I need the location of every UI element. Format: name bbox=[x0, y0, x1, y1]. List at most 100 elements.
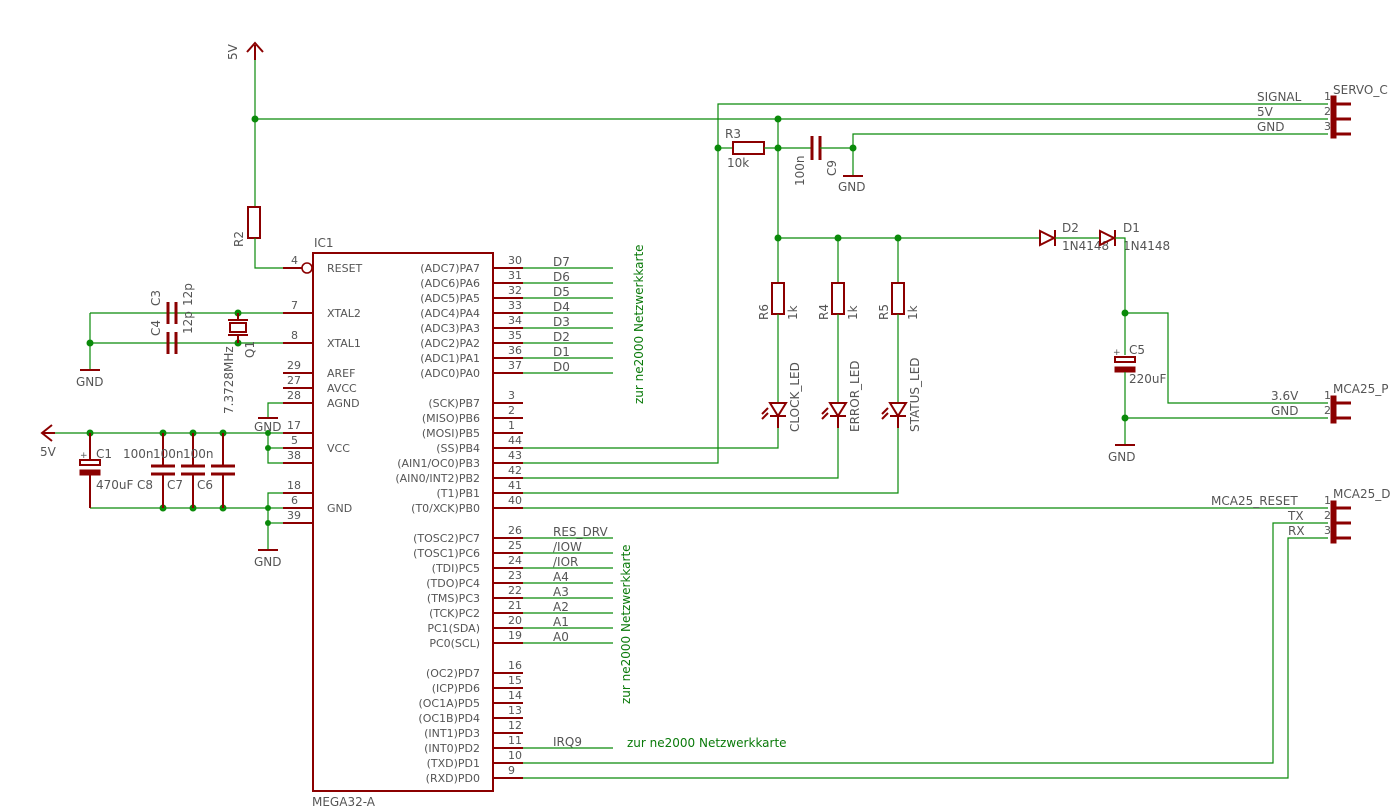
svg-text:GND: GND bbox=[254, 555, 282, 569]
svg-text:(ADC1)PA1: (ADC1)PA1 bbox=[420, 352, 480, 365]
svg-text:D1: D1 bbox=[1123, 221, 1140, 235]
svg-text:PC0(SCL): PC0(SCL) bbox=[429, 637, 480, 650]
svg-text:XTAL1: XTAL1 bbox=[327, 337, 361, 350]
svg-text:31: 31 bbox=[508, 269, 522, 282]
svg-text:GND: GND bbox=[254, 420, 282, 434]
svg-text:5V: 5V bbox=[1257, 105, 1274, 119]
svg-text:(TOSC1)PC6: (TOSC1)PC6 bbox=[413, 547, 480, 560]
svg-text:ERROR_LED: ERROR_LED bbox=[848, 360, 862, 432]
svg-text:1: 1 bbox=[1324, 389, 1331, 402]
svg-text:1k: 1k bbox=[846, 305, 860, 320]
svg-text:C3: C3 bbox=[149, 290, 163, 306]
svg-text:3: 3 bbox=[1324, 120, 1331, 133]
svg-text:41: 41 bbox=[508, 479, 522, 492]
svg-text:3.6V: 3.6V bbox=[1271, 389, 1299, 403]
capacitor-c8: 100n C8 bbox=[123, 433, 175, 508]
svg-text:42: 42 bbox=[508, 464, 522, 477]
svg-text:C7: C7 bbox=[167, 478, 183, 492]
svg-text:MCA25_RESET: MCA25_RESET bbox=[1211, 494, 1298, 508]
svg-text:R2: R2 bbox=[232, 231, 246, 247]
svg-text:4: 4 bbox=[291, 254, 298, 267]
port-a: 30 (ADC7)PA7 D7 31 (ADC6)PA6 D6 32 (ADC5… bbox=[420, 254, 613, 380]
svg-text:GND: GND bbox=[1108, 450, 1136, 464]
svg-text:24: 24 bbox=[508, 554, 522, 567]
svg-text:5V: 5V bbox=[226, 43, 240, 60]
svg-text:8: 8 bbox=[291, 329, 298, 342]
svg-text:R5: R5 bbox=[877, 304, 891, 320]
svg-text:(SS)PB4: (SS)PB4 bbox=[436, 442, 480, 455]
svg-text:(TDI)PC5: (TDI)PC5 bbox=[432, 562, 480, 575]
capacitor-c9: 100n C9 bbox=[793, 136, 839, 186]
svg-text:D2: D2 bbox=[553, 330, 570, 344]
gnd-c5: GND bbox=[1108, 444, 1136, 464]
svg-text:RX: RX bbox=[1288, 524, 1305, 538]
svg-text:43: 43 bbox=[508, 449, 522, 462]
svg-text:(MISO)PB6: (MISO)PB6 bbox=[422, 412, 480, 425]
svg-text:1: 1 bbox=[508, 419, 515, 432]
capacitor-c6: 100n C6 bbox=[183, 433, 235, 508]
svg-text:(OC1A)PD5: (OC1A)PD5 bbox=[418, 697, 480, 710]
svg-text:D2: D2 bbox=[1062, 221, 1079, 235]
gnd-ic: GND bbox=[254, 549, 282, 569]
svg-text:D4: D4 bbox=[553, 300, 570, 314]
svg-text:D0: D0 bbox=[553, 360, 570, 374]
capacitor-c3: C3 12p bbox=[149, 283, 195, 324]
svg-text:(TCK)PC2: (TCK)PC2 bbox=[429, 607, 480, 620]
svg-text:23: 23 bbox=[508, 569, 522, 582]
svg-text:VCC: VCC bbox=[327, 442, 350, 455]
svg-text:21: 21 bbox=[508, 599, 522, 612]
gnd-c9: GND bbox=[838, 175, 866, 194]
svg-text:2: 2 bbox=[1324, 404, 1331, 417]
capacitor-c5: + C5 220uF bbox=[1113, 343, 1167, 386]
svg-text:100n: 100n bbox=[793, 155, 807, 186]
diode-d2: D2 1N4148 bbox=[1039, 221, 1109, 253]
svg-text:(ADC2)PA2: (ADC2)PA2 bbox=[420, 337, 480, 350]
supply-5v-top: 5V bbox=[226, 41, 264, 60]
svg-text:(MOSI)PB5: (MOSI)PB5 bbox=[422, 427, 480, 440]
svg-text:A1: A1 bbox=[553, 615, 569, 629]
svg-text:2: 2 bbox=[508, 404, 515, 417]
svg-text:3: 3 bbox=[1324, 524, 1331, 537]
svg-text:(ADC4)PA4: (ADC4)PA4 bbox=[420, 307, 480, 320]
svg-text:16: 16 bbox=[508, 659, 522, 672]
svg-text:A2: A2 bbox=[553, 600, 569, 614]
svg-text:D6: D6 bbox=[553, 270, 570, 284]
svg-text:44: 44 bbox=[508, 434, 522, 447]
svg-text:C1: C1 bbox=[96, 447, 112, 461]
svg-text:9: 9 bbox=[508, 764, 515, 777]
svg-text:AVCC: AVCC bbox=[327, 382, 357, 395]
svg-text:STATUS_LED: STATUS_LED bbox=[908, 357, 922, 432]
gnd-crystal: GND bbox=[76, 369, 104, 389]
svg-text:2: 2 bbox=[1324, 509, 1331, 522]
svg-text:(T1)PB1: (T1)PB1 bbox=[437, 487, 480, 500]
svg-text:(ADC5)PA5: (ADC5)PA5 bbox=[420, 292, 480, 305]
svg-text:(TOSC2)PC7: (TOSC2)PC7 bbox=[413, 532, 480, 545]
note-irq: zur ne2000 Netzwerkkarte bbox=[627, 736, 787, 750]
svg-text:11: 11 bbox=[508, 734, 522, 747]
svg-text:1: 1 bbox=[1324, 494, 1331, 507]
svg-text:40: 40 bbox=[508, 494, 522, 507]
svg-text:R6: R6 bbox=[757, 304, 771, 320]
svg-text:6: 6 bbox=[291, 494, 298, 507]
svg-text:/IOR: /IOR bbox=[553, 555, 578, 569]
diode-d1: D1 1N4148 bbox=[1099, 221, 1170, 253]
svg-text:SIGNAL: SIGNAL bbox=[1257, 90, 1302, 104]
port-c: 26 (TOSC2)PC7 RES_DRV 25 (TOSC1)PC6 /IOW… bbox=[413, 524, 613, 650]
svg-text:27: 27 bbox=[287, 374, 301, 387]
svg-text:34: 34 bbox=[508, 314, 522, 327]
capacitor-c1: + C1 470uF bbox=[79, 433, 134, 508]
svg-text:(ICP)PD6: (ICP)PD6 bbox=[432, 682, 480, 695]
svg-text:+: + bbox=[1113, 348, 1121, 358]
svg-text:AGND: AGND bbox=[327, 397, 360, 410]
svg-text:(TXD)PD1: (TXD)PD1 bbox=[427, 757, 480, 770]
svg-text:D3: D3 bbox=[553, 315, 570, 329]
svg-text:(INT1)PD3: (INT1)PD3 bbox=[424, 727, 480, 740]
svg-text:GND: GND bbox=[76, 375, 104, 389]
svg-text:100n: 100n bbox=[123, 447, 154, 461]
svg-text:29: 29 bbox=[287, 359, 301, 372]
svg-text:37: 37 bbox=[508, 359, 522, 372]
svg-text:R3: R3 bbox=[725, 127, 741, 141]
svg-text:39: 39 bbox=[287, 509, 301, 522]
svg-text:(T0/XCK)PB0: (T0/XCK)PB0 bbox=[411, 502, 480, 515]
